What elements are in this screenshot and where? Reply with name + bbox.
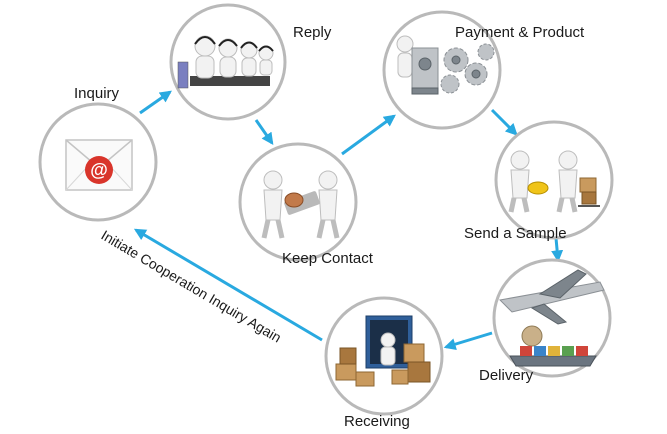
- payment-product-circle: [382, 10, 502, 130]
- arrow-inquiry-to-reply: [139, 90, 172, 115]
- node-reply: Reply: [169, 3, 332, 121]
- handshake-figures-icon: [261, 170, 340, 239]
- container-boxes-icon: [335, 315, 431, 387]
- node-inquiry: @ Inquiry: [38, 85, 158, 222]
- arrow-delivery-to-receiving: [443, 331, 493, 350]
- node-send-sample: Send a Sample: [464, 120, 614, 242]
- svg-text:@: @: [90, 160, 108, 180]
- arrow-reply-to-keep-contact: [254, 119, 274, 145]
- sample-handover-icon: [508, 150, 600, 213]
- envelope-at-icon: @: [65, 139, 133, 191]
- node-receiving: Receiving: [324, 296, 444, 430]
- receiving-label: Receiving: [344, 413, 410, 430]
- payment-product-label: Payment & Product: [455, 24, 585, 41]
- arrow-payment-to-sample: [490, 108, 518, 136]
- keep-contact-label: Keep Contact: [282, 250, 374, 267]
- node-delivery: Delivery: [479, 258, 612, 384]
- gears-safe-icon: [396, 35, 495, 95]
- arrow-sample-to-delivery: [551, 237, 564, 263]
- node-payment-product: Payment & Product: [382, 10, 585, 130]
- inquiry-label: Inquiry: [74, 85, 120, 102]
- cargo-plane-ship-icon: [498, 269, 605, 367]
- reply-label: Reply: [293, 24, 332, 41]
- node-keep-contact: Keep Contact: [238, 142, 374, 267]
- flow-arrows: [133, 90, 564, 350]
- send-sample-label: Send a Sample: [464, 225, 567, 242]
- delivery-label: Delivery: [479, 367, 534, 384]
- arrow-receiving-to-inquiry: [133, 228, 323, 342]
- call-center-icon: [177, 35, 274, 89]
- arrow-keep-contact-to-payment: [341, 114, 396, 156]
- cycle-label: Initiate Cooperation Inquiry Again: [98, 227, 284, 346]
